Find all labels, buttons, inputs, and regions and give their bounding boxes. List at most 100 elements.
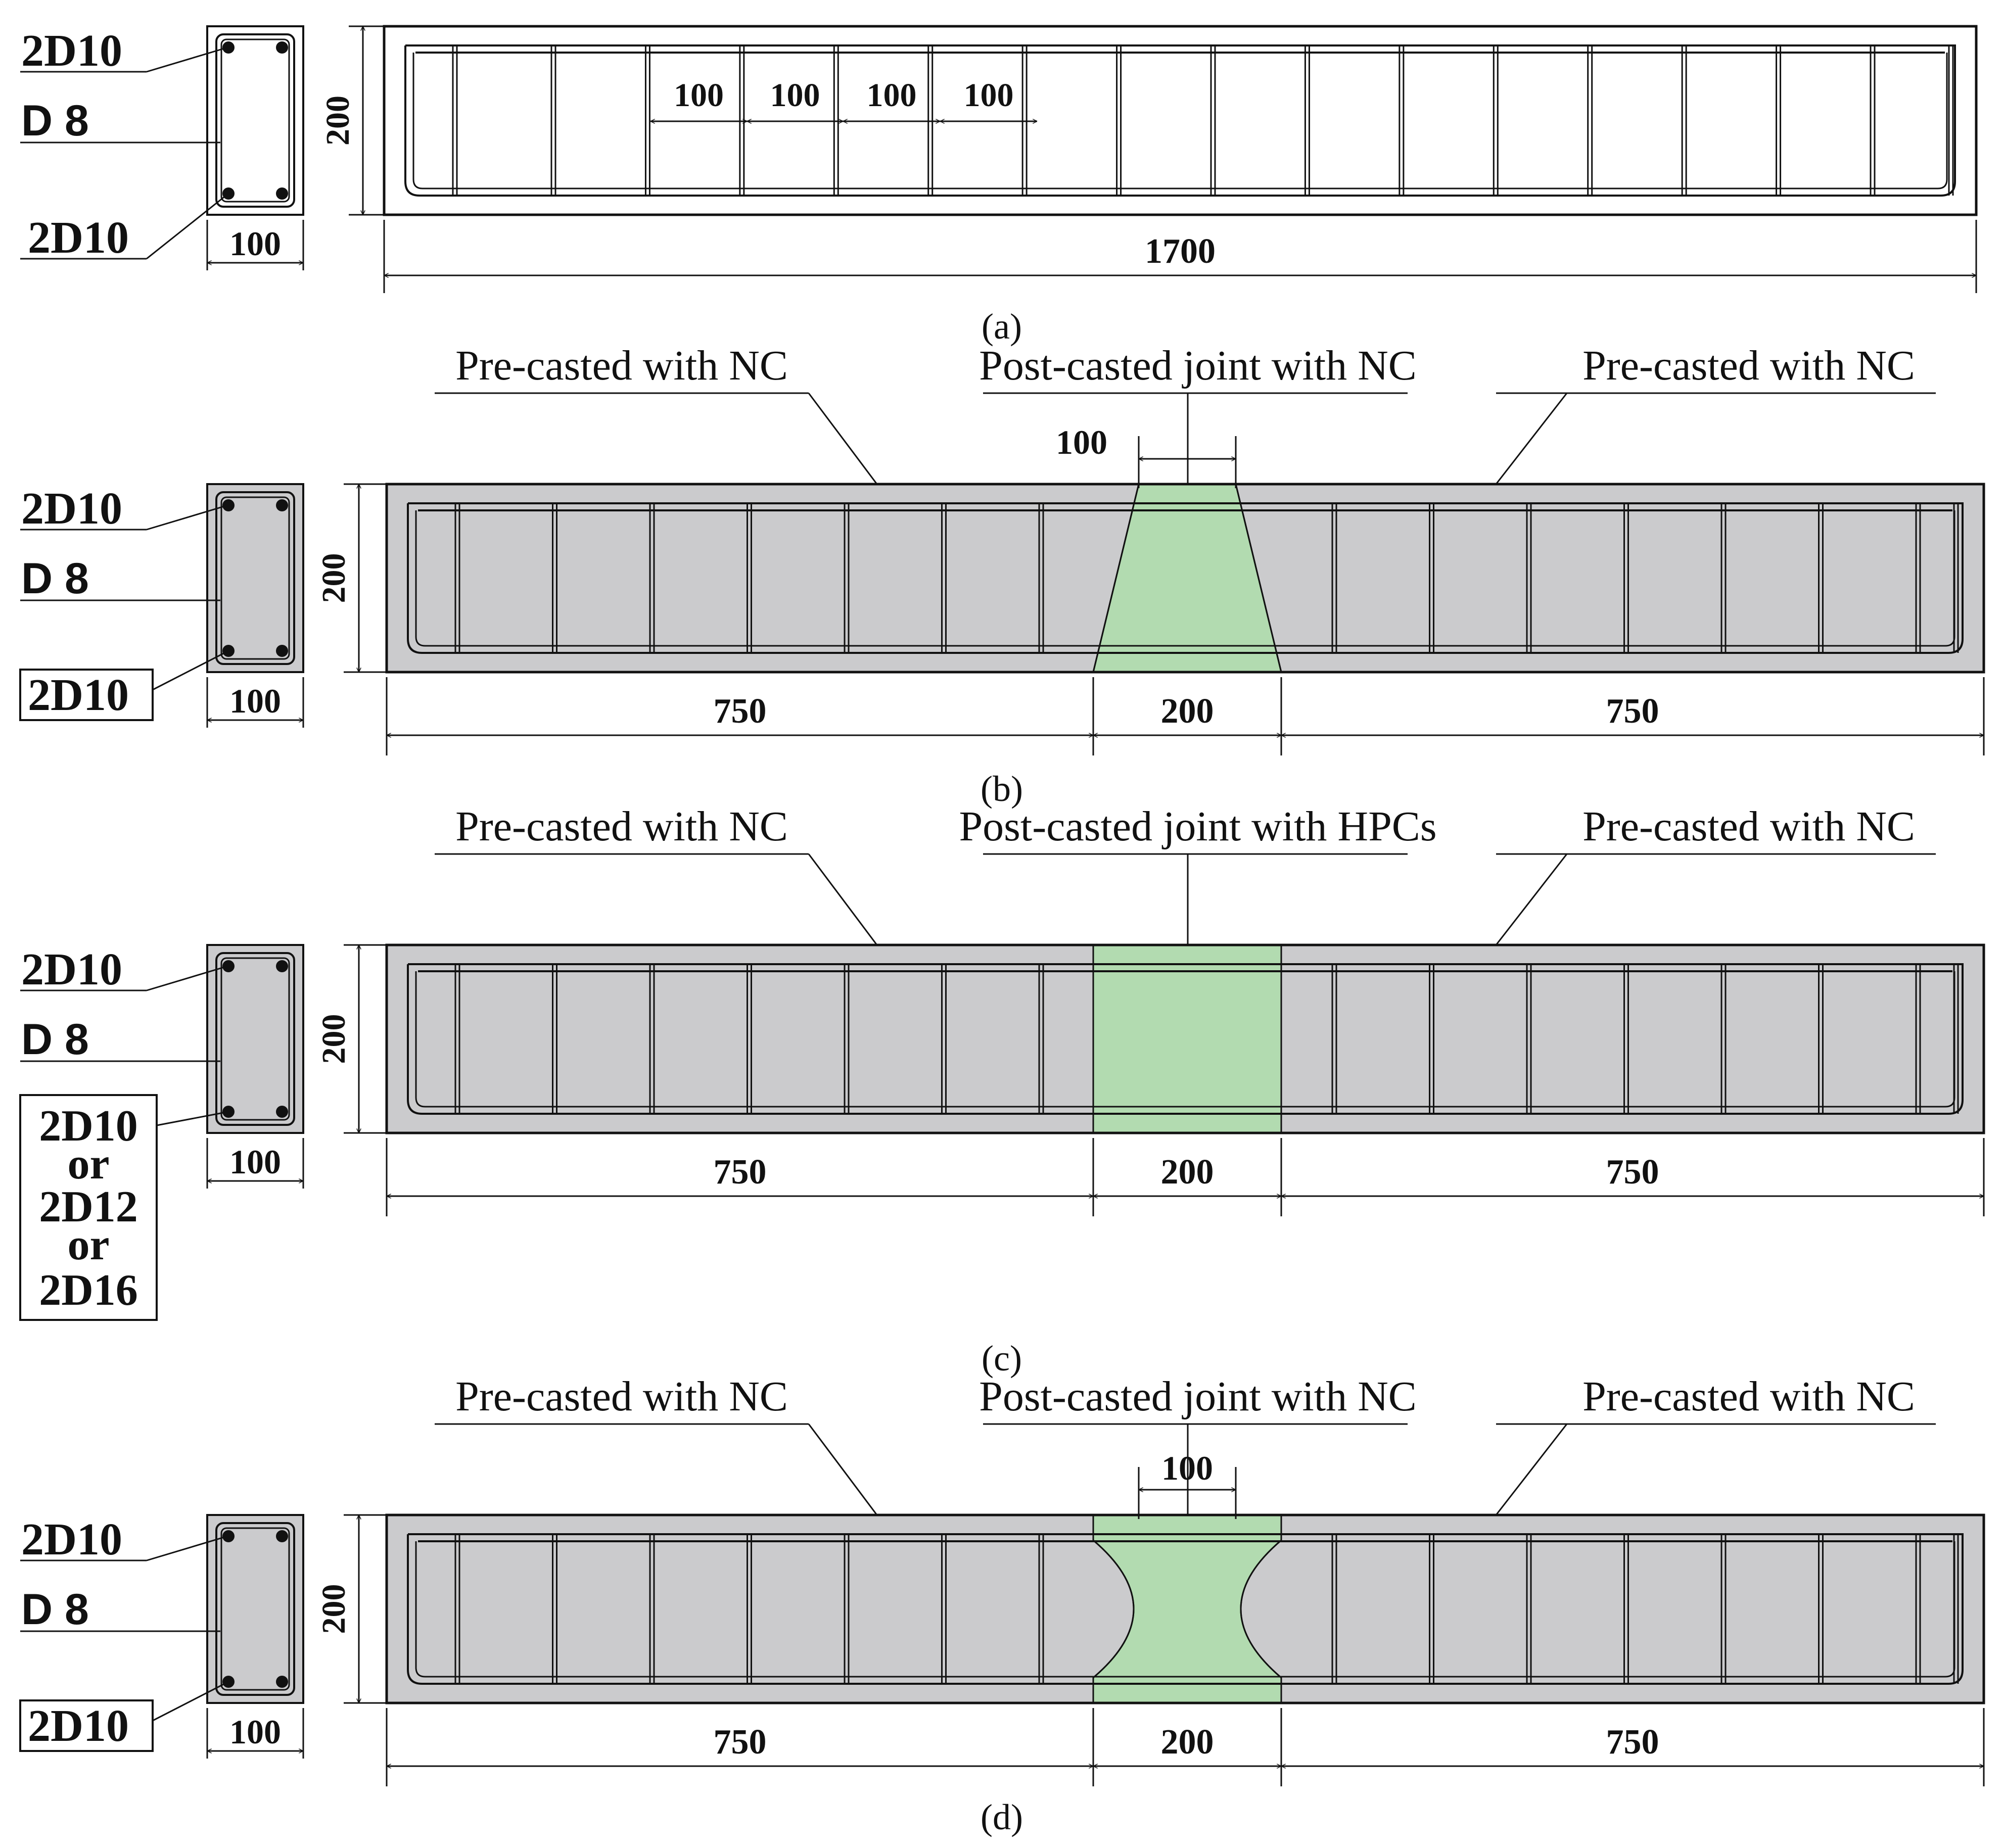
beam-height-label: 200 [315, 1014, 352, 1064]
top-bars-label: 2D10 [21, 1514, 122, 1565]
rebar-dot [276, 1106, 288, 1118]
leader-top-bars [146, 504, 228, 531]
rebar-dot [276, 187, 288, 200]
bottom-rebar [404, 45, 1956, 197]
bottom-rebar [407, 1534, 1964, 1685]
section-outline [206, 483, 304, 673]
caption-c: (c) [982, 1338, 1022, 1379]
beam-length-label: 1700 [1145, 232, 1216, 271]
section-width-label: 100 [229, 682, 281, 720]
bottom-bars-box [19, 669, 154, 721]
bottom-bars-label: 2D10 [28, 1701, 129, 1751]
joint-top-dimension-label: 100 [1056, 423, 1107, 461]
caption-d: (d) [981, 1797, 1023, 1837]
stirrup-label: D 8 [21, 97, 89, 145]
right-precast-label: Pre-casted with NC [1582, 803, 1915, 850]
bottom-bars-option-label: 2D12 [39, 1182, 138, 1231]
stirrup-inner [220, 496, 290, 660]
top-bars-label: 2D10 [21, 26, 122, 76]
beam-outline [385, 943, 1985, 1134]
stirrup-outer [215, 1522, 295, 1696]
left-precast-label: Pre-casted with NC [455, 342, 788, 389]
cross-section-b: 2D10 D 8 2D10 100 [19, 483, 304, 728]
joint-length-label: 200 [1161, 1723, 1214, 1762]
rebar-dot [276, 645, 288, 657]
section-outline [206, 1514, 304, 1704]
bottom-rebar [407, 964, 1964, 1115]
bottom-rebar [407, 503, 1964, 654]
beam-height-label: 200 [315, 553, 352, 603]
right-length-label: 750 [1606, 692, 1659, 731]
leader-bottom-bars [146, 193, 229, 260]
spacing-dimension-label: 100 [674, 77, 724, 114]
bottom-bars-option-label: or [67, 1140, 109, 1189]
label-leader [1495, 393, 1568, 485]
leader-top-bars [146, 965, 228, 991]
rebar-dot [222, 41, 235, 54]
top-bars-label: 2D10 [21, 484, 122, 534]
bottom-bars-box [19, 1094, 158, 1321]
label-leader [808, 1424, 878, 1515]
right-length-label: 750 [1606, 1153, 1659, 1192]
leader-bottom-bars [156, 1111, 229, 1126]
rebar-dot [276, 41, 288, 54]
stirrup-outer [215, 491, 295, 665]
beam-elevation-c: Pre-casted with NC Post-casted joint with… [315, 803, 1985, 1379]
left-precast-label: Pre-casted with NC [455, 803, 788, 850]
spacing-dimension-label: 100 [770, 77, 820, 114]
bottom-bars-option-label: or [67, 1220, 109, 1269]
rebar-dot [222, 499, 235, 511]
left-length-label: 750 [714, 692, 767, 731]
beam-outline [385, 1513, 1985, 1704]
rebar-dot [276, 1676, 288, 1688]
joint-label: Post-casted joint with HPCs [959, 803, 1436, 850]
stirrup-inner [220, 957, 290, 1121]
leader-bottom-bars [152, 650, 229, 691]
top-bars-label: 2D10 [21, 944, 122, 994]
joint-region [1092, 944, 1282, 1134]
rebar-dot [222, 1530, 235, 1542]
section-outline [206, 25, 304, 216]
bottom-bars-label: 2D10 [28, 670, 129, 720]
joint-top-dimension-label: 100 [1161, 1449, 1213, 1487]
right-precast-label: Pre-casted with NC [1582, 342, 1915, 389]
stirrup-label: D 8 [21, 1015, 89, 1064]
section-outline [206, 944, 304, 1134]
bottom-bars-option-label: 2D10 [39, 1102, 138, 1151]
bottom-bars-box [19, 1699, 154, 1752]
joint-label: Post-casted joint with NC [979, 342, 1417, 389]
spacing-dimension-label: 100 [964, 77, 1014, 114]
stirrup-outer [215, 33, 295, 208]
leader-top-bars [146, 46, 228, 73]
beam-outline [383, 25, 1978, 216]
right-precast-label: Pre-casted with NC [1582, 1373, 1915, 1420]
label-leader [1495, 1424, 1568, 1515]
joint-length-label: 200 [1161, 1153, 1214, 1192]
leader-bottom-bars [152, 1681, 229, 1722]
bottom-bars-option-label: 2D16 [39, 1266, 138, 1315]
leader-top-bars [146, 1535, 228, 1561]
spacing-dimension-label: 100 [867, 77, 917, 114]
rebar-dot [276, 960, 288, 972]
caption-a: (a) [982, 306, 1022, 347]
section-width-label: 100 [229, 224, 281, 263]
joint-length-label: 200 [1161, 692, 1214, 731]
left-length-label: 750 [714, 1153, 767, 1192]
left-precast-label: Pre-casted with NC [455, 1373, 788, 1420]
stirrup-label: D 8 [21, 554, 89, 603]
stirrup-inner [220, 38, 290, 203]
stirrup-outer [215, 952, 295, 1126]
caption-b: (b) [981, 769, 1023, 809]
beam-outline [385, 483, 1985, 674]
right-length-label: 750 [1606, 1723, 1659, 1762]
beam-elevation-b: Pre-casted with NC Post-casted joint with… [315, 342, 1985, 809]
rebar-dot [276, 499, 288, 511]
section-width-label: 100 [229, 1143, 281, 1181]
